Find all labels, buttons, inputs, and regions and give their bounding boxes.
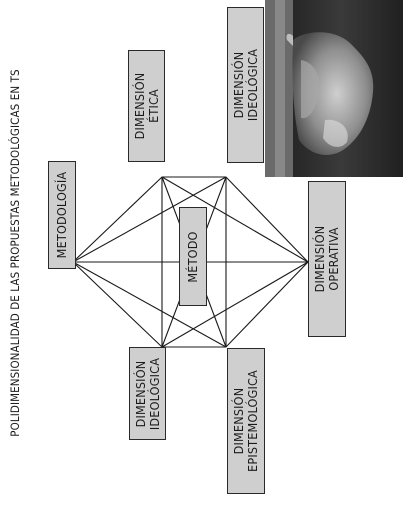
node-metodo-center: MÉTODO — [179, 207, 207, 306]
node-dimension-ideologica-bottom: DIMENSIÓN IDEOLÓGICA — [129, 347, 166, 440]
diagram-title: POLIDIMENSIONALIDAD DE LAS PROPUESTAS ME… — [8, 69, 22, 437]
node-metodologia-line-1: METODOLOGÍA — [54, 171, 69, 259]
node-ideologica-bottom-line-1: DIMENSIÓN — [132, 360, 148, 427]
node-etica-line-1: DIMENSIÓN — [131, 72, 147, 140]
node-dimension-epistemologica: DIMENSIÓN EPISTEMOLÓGICA — [227, 348, 265, 494]
node-ideologica-bottom-line-2: IDEOLÓGICA — [146, 357, 162, 430]
node-dimension-operativa: DIMENSIÓN OPERATIVA — [308, 181, 346, 337]
node-epistemologica-line-1: DIMENSIÓN — [231, 387, 246, 455]
node-ideologica-top-line-2: IDEOLÓGICA — [244, 48, 260, 122]
node-metodo-label: MÉTODO — [185, 230, 200, 283]
node-epistemologica-line-2: EPISTEMOLÓGICA — [245, 370, 260, 472]
node-ideologica-top-line-1: DIMENSIÓN — [230, 51, 246, 119]
node-dimension-ideologica-top: DIMENSIÓN IDEOLÓGICA — [227, 7, 264, 163]
node-operativa-line-2: OPERATIVA — [326, 227, 341, 291]
node-dimension-etica: DIMENSIÓN ÉTICA — [128, 50, 165, 162]
node-etica-line-2: ÉTICA — [145, 89, 161, 123]
node-operativa-line-1: DIMENSIÓN — [312, 225, 327, 293]
node-metodologia: METODOLOGÍA — [48, 161, 76, 269]
rock-formation-photo — [265, 0, 403, 177]
